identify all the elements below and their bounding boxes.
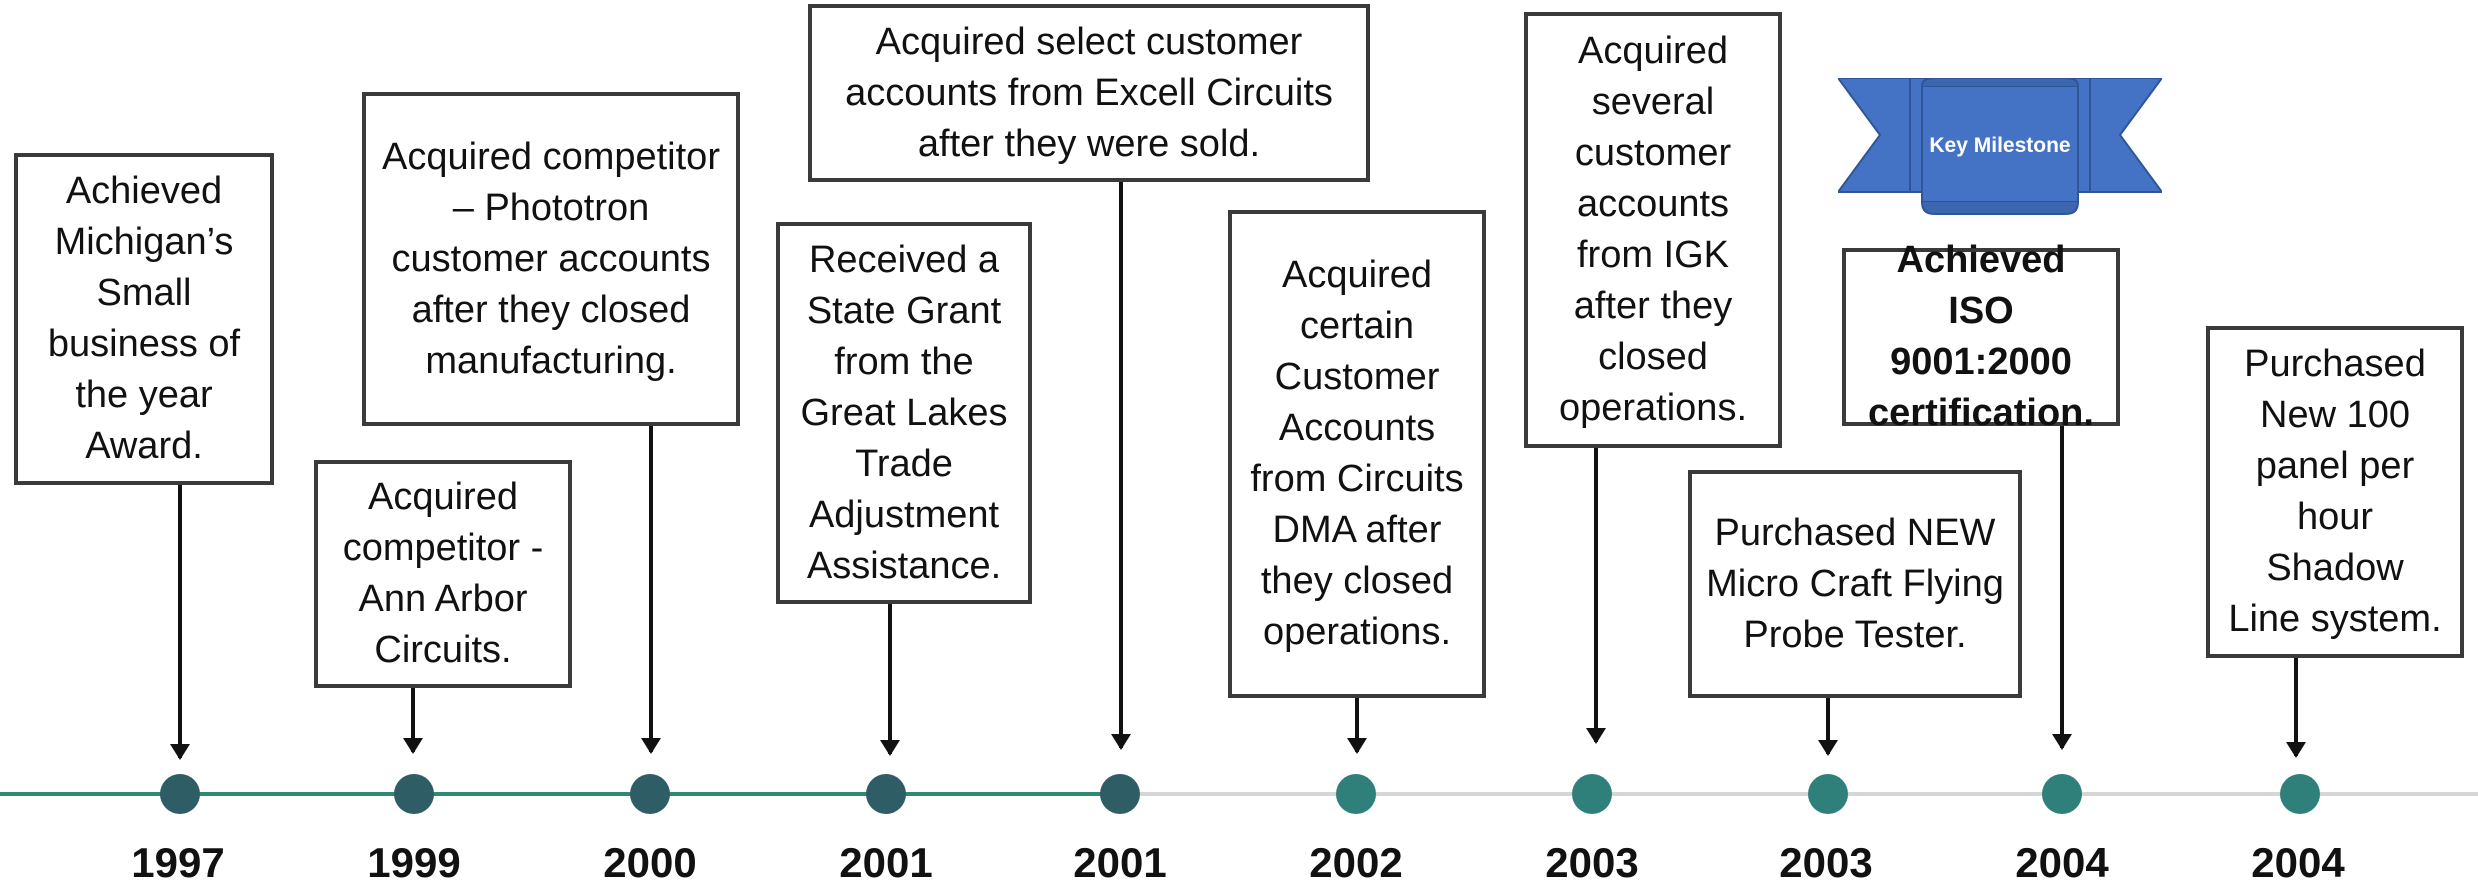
milestone-box-4: Received a State Grant from the Great La… <box>776 222 1032 604</box>
year-label: 2004 <box>2015 839 2109 886</box>
year-label: 1997 <box>131 839 225 886</box>
timeline-dot <box>1572 774 1612 814</box>
milestone-box-1: Achieved Michigan’s Small business of th… <box>14 153 274 485</box>
milestone-arrow-8 <box>1818 698 1838 756</box>
timeline-future-line <box>0 792 2478 796</box>
milestone-arrow-10 <box>2286 658 2306 758</box>
milestone-box-6: Acquired certain Customer Accounts from … <box>1228 210 1486 698</box>
milestone-arrow-5 <box>1111 182 1131 750</box>
milestone-box-10: Purchased New 100 panel per hour Shadow … <box>2206 326 2464 658</box>
milestone-arrow-2 <box>403 688 423 754</box>
milestone-arrow-6 <box>1347 698 1367 754</box>
timeline-dot <box>1808 774 1848 814</box>
timeline-dot <box>394 774 434 814</box>
timeline-past-line <box>0 792 1122 796</box>
key-milestone-ribbon-icon <box>1838 78 2162 215</box>
milestone-arrow-4 <box>880 604 900 756</box>
year-label: 2004 <box>2251 839 2345 886</box>
milestone-box-2: Acquired competitor - Ann Arbor Circuits… <box>314 460 572 688</box>
timeline-dot <box>1100 774 1140 814</box>
milestone-arrow-9 <box>2052 426 2072 750</box>
milestone-box-3: Acquired competitor – Phototron customer… <box>362 92 740 426</box>
milestone-box-9: Achieved ISO 9001:2000 certification. <box>1842 239 2120 434</box>
year-label: 2003 <box>1545 839 1639 886</box>
timeline-dot <box>1336 774 1376 814</box>
milestone-arrow-3 <box>641 426 661 754</box>
year-label: 2001 <box>839 839 933 886</box>
milestone-box-8: Purchased NEW Micro Craft Flying Probe T… <box>1688 470 2022 698</box>
timeline-dot <box>2280 774 2320 814</box>
year-label: 2000 <box>603 839 697 886</box>
year-label: 2001 <box>1073 839 1167 886</box>
year-label: 1999 <box>367 839 461 886</box>
timeline-dot <box>2042 774 2082 814</box>
year-label: 2003 <box>1779 839 1873 886</box>
key-milestone-label: Key Milestone <box>1929 134 2071 157</box>
milestone-arrow-1 <box>170 485 190 760</box>
milestone-box-7: Acquired several customer accounts from … <box>1524 12 1782 448</box>
milestone-box-5: Acquired select customer accounts from E… <box>808 4 1370 182</box>
timeline-dot <box>160 774 200 814</box>
timeline-dot <box>866 774 906 814</box>
timeline-dot <box>630 774 670 814</box>
milestone-arrow-7 <box>1586 448 1606 744</box>
year-label: 2002 <box>1309 839 1403 886</box>
